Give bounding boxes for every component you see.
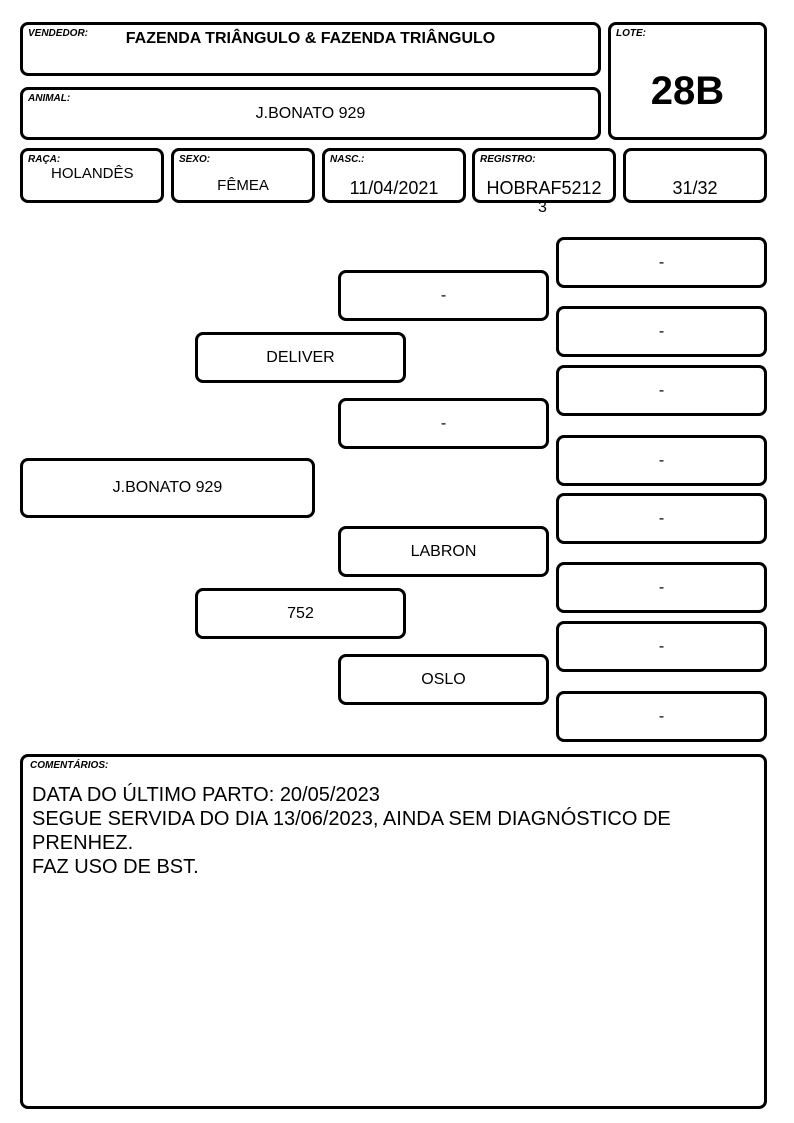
vendedor-value: FAZENDA TRIÂNGULO & FAZENDA TRIÂNGULO [125, 30, 496, 47]
nasc-label: NASC.: [330, 154, 365, 165]
pedigree-sire-dam: - [338, 398, 549, 449]
animal-label: ANIMAL: [28, 93, 71, 104]
sexo-label: SEXO: [179, 154, 211, 165]
comments-line-4: FAZ USO DE BST. [32, 856, 199, 878]
pedigree-g3-2: - [556, 306, 767, 357]
nasc-box: NASC.: 11/04/2021 [322, 148, 466, 203]
pedigree-dam-dam: OSLO [338, 654, 549, 705]
registro-label: REGISTRO: [480, 154, 536, 165]
comments-box: COMENTÁRIOS: DATA DO ÚLTIMO PARTO: 20/05… [20, 754, 767, 1109]
animal-value: J.BONATO 929 [255, 105, 366, 122]
sexo-value: FÊMEA [217, 177, 269, 194]
comments-label: COMENTÁRIOS: [30, 760, 109, 771]
pedigree-dam: 752 [195, 588, 406, 639]
pedigree-g3-8: - [556, 691, 767, 742]
comments-line-1: DATA DO ÚLTIMO PARTO: 20/05/2023 [32, 784, 380, 806]
raca-box: RAÇA: HOLANDÊS [20, 148, 164, 203]
registro-box: REGISTRO: HOBRAF5212 [472, 148, 616, 203]
registro-value: HOBRAF5212 [486, 178, 602, 198]
comments-text: DATA DO ÚLTIMO PARTO: 20/05/2023 SEGUE S… [32, 783, 754, 879]
pedigree-g3-5: - [556, 493, 767, 544]
sexo-box: SEXO: FÊMEA [171, 148, 315, 203]
grau-sangue-box: 31/32 [623, 148, 767, 203]
pedigree-g3-7: - [556, 621, 767, 672]
pedigree-g3-1: - [556, 237, 767, 288]
pedigree-sire-sire: - [338, 270, 549, 321]
comments-line-2: SEGUE SERVIDA DO DIA 13/06/2023, AINDA S… [32, 808, 671, 830]
vendedor-label: VENDEDOR: [28, 28, 89, 39]
registro-value-continued: 3 [538, 199, 547, 216]
comments-line-3: PRENHEZ. [32, 832, 134, 854]
vendedor-box: VENDEDOR: FAZENDA TRIÂNGULO & FAZENDA TR… [20, 22, 601, 76]
pedigree-animal: J.BONATO 929 [20, 458, 315, 518]
pedigree-sire: DELIVER [195, 332, 406, 383]
lote-box: LOTE: 28B [608, 22, 767, 140]
animal-box: ANIMAL: J.BONATO 929 [20, 87, 601, 140]
grau-sangue-value: 31/32 [672, 178, 718, 198]
pedigree-g3-6: - [556, 562, 767, 613]
lote-label: LOTE: [616, 28, 646, 39]
pedigree-dam-sire: LABRON [338, 526, 549, 577]
pedigree-g3-4: - [556, 435, 767, 486]
nasc-value: 11/04/2021 [349, 178, 439, 198]
raca-label: RAÇA: [28, 154, 61, 165]
lote-value: 28B [650, 69, 725, 113]
raca-value: HOLANDÊS [51, 165, 134, 182]
pedigree-g3-3: - [556, 365, 767, 416]
